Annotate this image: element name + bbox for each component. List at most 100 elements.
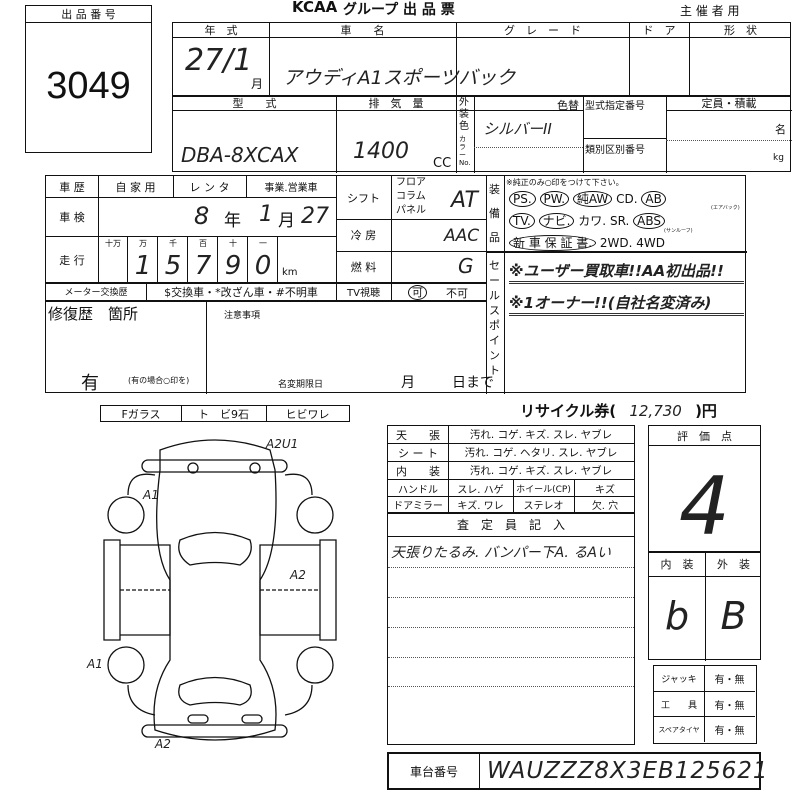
mileage-digit-cell: 十万 <box>98 237 128 282</box>
fuel-value: G <box>458 254 474 278</box>
mileage-digit-label: 百 <box>199 238 207 248</box>
interior-row-value: 汚れ. コゲ. キズ. スレ. ヤブレ <box>469 429 613 441</box>
glass-crack[interactable]: ヒビワレ <box>285 407 330 421</box>
sales-point-line-1: ※ユーザー買取車!!AA初出品!! <box>509 260 744 284</box>
repair-value: 有 <box>81 373 99 394</box>
score-value: 4 <box>679 459 730 553</box>
car-name-value: アウディA1スポーツバック <box>283 67 516 89</box>
mileage-digit-cell: 千 5 <box>158 237 188 282</box>
displacement-label: 排 気 量 <box>368 97 424 110</box>
model-value: DBA-8XCAX <box>181 143 299 167</box>
mileage-digit: 5 <box>164 250 182 281</box>
mileage-digit-cell: 万 1 <box>128 237 158 282</box>
mileage-digit-label: 一 <box>259 238 267 248</box>
front-bumper <box>141 459 288 473</box>
interior-row-value: 汚れ. コゲ. ヘタリ. スレ. ヤブレ <box>464 447 618 459</box>
tv-label: TV視聴 <box>347 288 380 299</box>
recycle-label: リサイクル券( <box>520 402 617 420</box>
equip-alloy-wheel[interactable]: 純AW <box>572 191 613 207</box>
glass-chip[interactable]: ト ビ9石 <box>181 406 267 421</box>
sales-point-line-2: ※1オーナー!!(自社名変済み) <box>509 292 744 316</box>
shift-value: AT <box>451 188 478 213</box>
mileage-digit-label: 万 <box>139 238 147 248</box>
vin-label: 車台番号 <box>389 754 480 788</box>
equip-navi[interactable]: ナビ. <box>538 213 575 229</box>
equip-tv[interactable]: TV. <box>509 213 535 229</box>
glass-front[interactable]: Fガラス <box>101 406 182 421</box>
meter-label: メーター交換歴 <box>46 283 147 300</box>
history-private[interactable]: 自 家 用 <box>115 180 156 194</box>
equip-warranty[interactable]: 新 車 保 証 書. <box>509 235 597 251</box>
mileage-label: 走 行 <box>59 253 85 267</box>
sheet-title: グループ 出 品 票 <box>343 2 455 18</box>
stereo-label: ステレオ <box>523 501 564 512</box>
interior-row-label: 天 張 <box>396 428 440 442</box>
recycle-unit: )円 <box>695 402 717 420</box>
inspection-label: 車 検 <box>59 211 85 224</box>
kg-unit: kg <box>773 153 784 163</box>
interior-row: シ ー ト 汚れ. コゲ. ヘタリ. スレ. ヤブレ <box>388 444 634 462</box>
lot-box: 出 品 番 号 3049 <box>25 5 152 153</box>
front-left-light <box>187 462 199 474</box>
color-no-label: カラーNo. <box>459 135 471 167</box>
left-doors <box>103 539 171 641</box>
accessories-table: ジャッキ 有・無 工 具 有・無 スペアタイヤ 有・無 <box>653 665 757 744</box>
equip-cd[interactable]: CD. <box>616 192 638 206</box>
accessory-value[interactable]: 有・無 <box>714 700 745 712</box>
fuel-label: 燃 料 <box>350 260 377 274</box>
wheel-front-left <box>107 496 145 534</box>
tv-yes[interactable]: 可 <box>408 285 427 300</box>
mileage-digit: 7 <box>194 250 212 281</box>
damage-mark-front: A2U1 <box>266 437 299 451</box>
car-damage-diagram <box>103 439 337 741</box>
shift-floor: フロア <box>396 177 426 188</box>
grade-label: グ レ ー ド <box>504 24 581 37</box>
mirror-value: キズ. ワレ <box>457 501 504 512</box>
equip-leather[interactable]: カワ. <box>578 214 607 228</box>
mileage-digit-label: 十万 <box>105 238 121 248</box>
interior-row-value: 汚れ. コゲ. キズ. スレ. ヤブレ <box>469 465 613 477</box>
mileage-digit-label: 十 <box>229 238 237 248</box>
equip-sunroof[interactable]: SR. <box>609 214 630 228</box>
recycle-value: 12,730 <box>629 402 682 420</box>
mileage-digit <box>98 249 128 282</box>
equip-airbag[interactable]: AB <box>641 191 666 207</box>
damage-mark-rear: A2 <box>155 737 171 751</box>
inspection-year: 8 <box>194 202 210 230</box>
repair-note: (有の場合○印を) <box>128 376 190 385</box>
right-doors <box>259 539 337 641</box>
inspector-note: 天張りたるみ. バンパー下A. るAい <box>391 545 611 561</box>
accessory-value[interactable]: 有・無 <box>714 726 745 737</box>
mileage-digit-cell: 一 0 <box>248 237 278 282</box>
tv-no[interactable]: 不可 <box>446 287 468 300</box>
mileage-digit-label: 千 <box>169 238 177 248</box>
history-business[interactable]: 事業.営業車 <box>264 183 318 194</box>
equip-4wd[interactable]: 4WD <box>636 236 666 250</box>
inspection-year-unit: 年 <box>224 211 241 231</box>
mileage-unit: km <box>282 267 298 278</box>
equip-2wd[interactable]: 2WD. <box>599 236 633 250</box>
wheel-front-right <box>296 496 334 534</box>
equip-pw[interactable]: PW. <box>539 191 570 207</box>
details-table: 車 歴 自 家 用 レ ン タ 事業.営業車 車 検 8 年 1 月 27 走 … <box>45 175 747 394</box>
year-label: 年 式 <box>204 24 238 37</box>
accessory-label: スペアタイヤ <box>654 717 705 742</box>
equip-ps[interactable]: PS. <box>509 191 536 207</box>
ac-value: AAC <box>444 226 480 246</box>
accessory-value[interactable]: 有・無 <box>714 675 745 686</box>
right-fender <box>284 473 313 716</box>
accessory-row: ジャッキ 有・無 <box>654 666 755 692</box>
wheel-rear-left <box>107 646 145 684</box>
capacity-label: 定員・積載 <box>701 97 757 110</box>
brand: KCAA <box>292 0 338 16</box>
mirror-label: ドアミラー <box>393 501 443 512</box>
equipment-note: ※純正のみ○印をつけて下さい。 <box>506 178 624 187</box>
year-value: 27/1 <box>185 43 253 78</box>
mileage-digit: 1 <box>134 250 152 281</box>
equip-abs[interactable]: ABS <box>633 213 665 229</box>
history-rental[interactable]: レ ン タ <box>189 180 230 194</box>
mileage-digit-cell: 百 7 <box>188 237 218 282</box>
exterior-color-label: 外装色 <box>459 97 469 132</box>
copy-label: 主 催 者 用 <box>680 4 740 18</box>
